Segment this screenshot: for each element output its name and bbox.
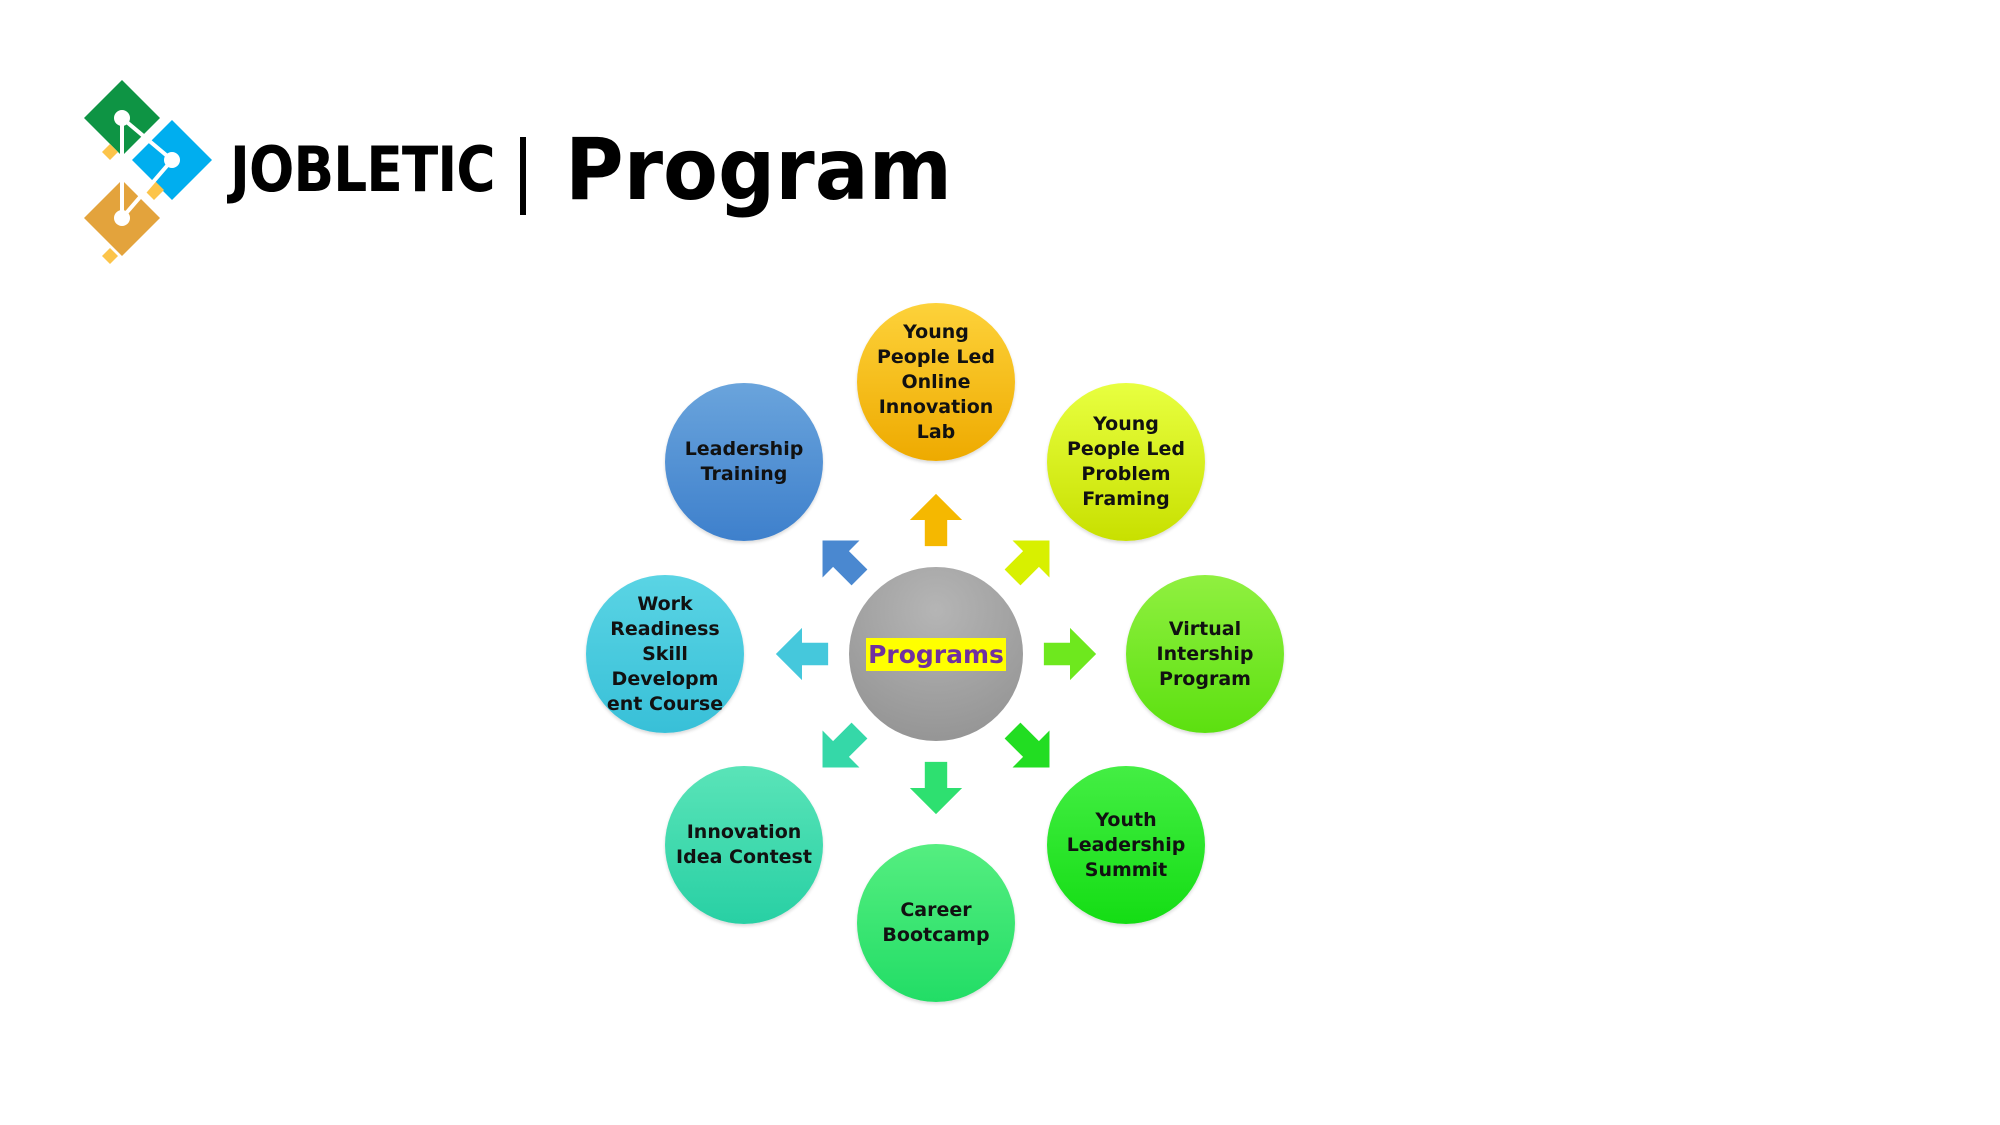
center-label: Programs: [866, 637, 1006, 671]
program-node-label: Work Readiness Skill Developm ent Course: [606, 592, 724, 715]
program-node-label: Young People Led Problem Framing: [1066, 413, 1186, 510]
brand-name: JOBLETIC: [230, 133, 496, 206]
program-node: Innovation Idea Contest: [665, 766, 823, 924]
program-node-label: Young People Led Online Innovation Lab: [876, 320, 996, 443]
jobletic-logo: [84, 80, 212, 264]
arrow-icon: [775, 627, 829, 681]
arrow-icon: [909, 493, 963, 547]
program-node-label: Innovation Idea Contest: [676, 821, 812, 868]
program-node-label: Career Bootcamp: [882, 899, 990, 946]
program-node: Virtual Intership Program: [1126, 575, 1284, 733]
arrow-icon: [822, 540, 868, 586]
program-node-label: Leadership Training: [684, 438, 804, 485]
arrow-icon: [909, 761, 963, 815]
program-node: Youth Leadership Summit: [1047, 766, 1205, 924]
program-node-label: Youth Leadership Summit: [1066, 808, 1186, 881]
page-title: Program: [565, 120, 953, 220]
arrow-icon: [1004, 540, 1050, 586]
program-node: Leadership Training: [665, 383, 823, 541]
program-node: Career Bootcamp: [857, 844, 1015, 1002]
program-node: Young People Led Problem Framing: [1047, 383, 1205, 541]
arrow-icon: [1004, 722, 1050, 768]
program-node: Work Readiness Skill Developm ent Course: [586, 575, 744, 733]
center-node-programs: Programs: [849, 567, 1023, 741]
arrow-icon: [822, 722, 868, 768]
arrow-icon: [1043, 627, 1097, 681]
title-divider: [520, 137, 526, 215]
program-node-label: Virtual Intership Program: [1156, 617, 1254, 690]
program-node: Young People Led Online Innovation Lab: [857, 303, 1015, 461]
